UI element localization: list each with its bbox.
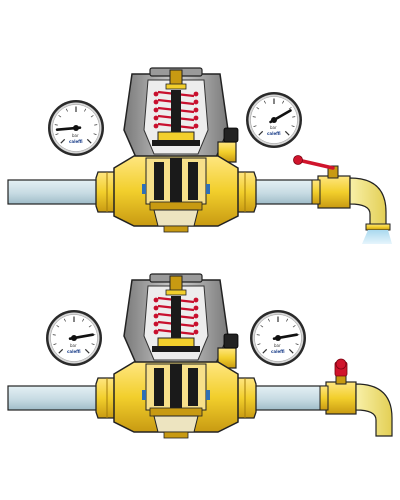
gauge-brand: caleffi — [69, 139, 83, 144]
gauge-tick — [291, 125, 295, 127]
gauge-tick — [82, 318, 85, 322]
gauge-tick — [60, 138, 66, 144]
gauge-tick — [86, 138, 92, 144]
pressure-reducer-valve — [112, 272, 240, 440]
gauge-tick — [267, 318, 270, 322]
gauge-unit: bar — [270, 125, 277, 130]
gauge-tick — [84, 108, 87, 112]
gauge-needle — [68, 333, 95, 341]
gauge-needle-hub — [271, 117, 277, 123]
gauge-top-right: bar caleffi — [245, 91, 303, 149]
gauge-bottom-right: bar caleffi — [249, 309, 307, 367]
gauge-tick — [93, 133, 97, 135]
gauge-tick — [253, 125, 257, 127]
gauge-tick — [292, 325, 296, 328]
gauge-brand: caleffi — [67, 349, 81, 354]
gauge-top-left: bar caleffi — [47, 99, 105, 157]
gauge-tick — [286, 318, 289, 322]
gauge-tick — [288, 107, 292, 110]
gauge-tick — [295, 343, 299, 345]
gauge-tick — [282, 100, 285, 104]
gauge-unit: bar — [274, 343, 281, 348]
gauge-bottom-left: bar caleffi — [45, 309, 103, 367]
gauge-tick — [256, 107, 260, 110]
gauge-needle-hub — [71, 335, 77, 341]
gauge-tick — [84, 348, 90, 354]
gauge-tick — [284, 130, 290, 136]
gauge-tick — [55, 133, 59, 135]
gauge-needle — [269, 109, 292, 124]
gauge-tick — [288, 348, 294, 354]
inlet-pipe — [7, 179, 113, 205]
gauge-tick — [91, 343, 95, 345]
gauge-tick — [88, 325, 92, 328]
gauge-tick — [260, 325, 264, 328]
gauge-unit: bar — [72, 133, 79, 138]
gauge-brand: caleffi — [271, 349, 285, 354]
scene-flowing: bar caleffi bar caleffi — [7, 66, 392, 244]
gauge-tick — [58, 348, 64, 354]
gauge-tick — [257, 343, 261, 345]
scene-static: bar caleffi bar caleffi — [7, 272, 393, 440]
gauge-tick — [56, 325, 60, 328]
gauge-tick — [90, 115, 94, 118]
gauge-needle — [55, 125, 82, 131]
gauge-tick — [258, 130, 264, 136]
spout — [349, 177, 387, 229]
pressure-reducer-valve — [112, 66, 240, 234]
gauge-tick — [53, 343, 57, 345]
gauge-tick — [63, 318, 66, 322]
gauge-tick — [58, 115, 62, 118]
water-spray — [362, 230, 392, 244]
gauge-needle — [272, 333, 299, 341]
gauge-needle-hub — [275, 335, 281, 341]
gauge-tick — [262, 348, 268, 354]
gauge-unit: bar — [70, 343, 77, 348]
gauge-needle-hub — [73, 125, 79, 131]
tap-lever[interactable] — [296, 158, 335, 170]
gauge-tick — [263, 100, 266, 104]
ball-valve-closed — [319, 358, 357, 415]
gauge-brand: caleffi — [267, 131, 281, 136]
spout — [355, 383, 393, 437]
inlet-pipe — [7, 385, 113, 411]
gauge-tick — [65, 108, 68, 112]
